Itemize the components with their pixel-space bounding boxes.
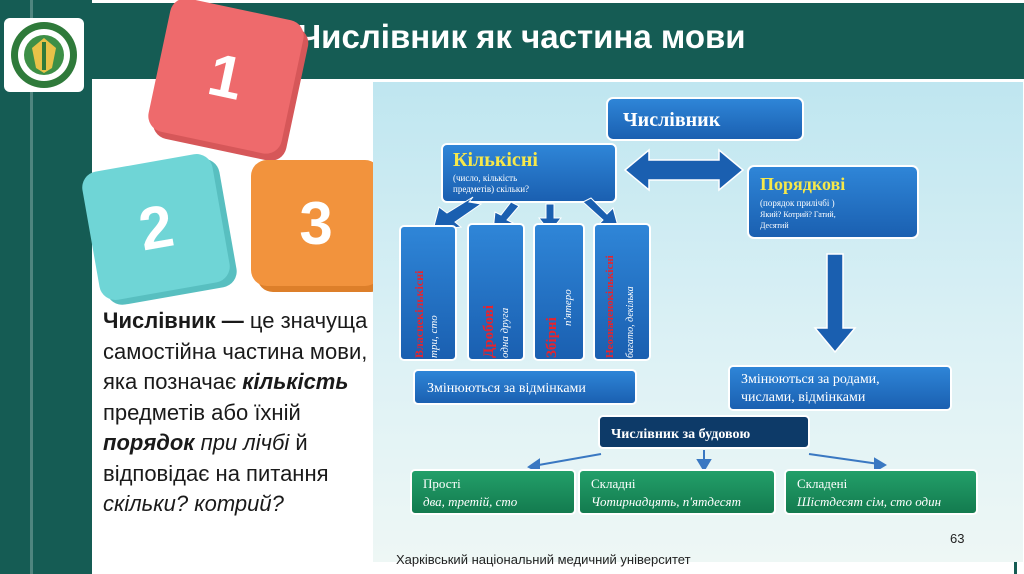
node-type-example: Шістдесят сім, сто один (796, 494, 941, 509)
node-type-composite (784, 469, 978, 515)
numeral-diagram: Числівник Кількісні (число, кількість пр… (373, 82, 1023, 562)
cube-3-label: 3 (299, 189, 333, 257)
structure-arrows (527, 450, 887, 474)
down-arrow (813, 253, 857, 354)
subtype-title: Збірні (544, 317, 560, 358)
node-ordinal-title: Порядкові (760, 174, 845, 194)
node-type-title: Складні (591, 476, 636, 491)
subtype-columns (399, 223, 651, 361)
subtype-column (593, 223, 651, 361)
cube-2-label: 2 (133, 191, 179, 263)
italic-questions: скільки? котрий? (103, 491, 284, 516)
node-quantitative-desc: предметів) скільки? (453, 184, 529, 194)
subtype-example: п'ятеро (562, 289, 574, 326)
definition-part: й відповідає на питання (103, 430, 329, 486)
node-type-title: Складені (797, 476, 848, 491)
node-change-genders-label: числами, відмінками (741, 390, 866, 405)
node-ordinal-desc: (порядок прилічбі ) (760, 198, 835, 208)
left-strip (0, 0, 92, 574)
definition-part: предметів або їхній (103, 399, 301, 425)
node-structure (598, 415, 810, 449)
cube-1-label: 1 (202, 39, 250, 113)
node-quantitative-desc: (число, кількість (453, 173, 517, 183)
italic-counting: при лічбі (200, 430, 290, 455)
node-type-example: Чотирнадцять, п'ятдесят (591, 494, 741, 509)
subtype-example: три, сто (428, 315, 440, 358)
node-change-cases (413, 369, 637, 405)
subtype-example: багато, декілька (625, 286, 636, 358)
node-root-label: Числівник (623, 109, 721, 131)
node-ordinal-desc: Який? Котрий? Гатий, (760, 210, 836, 219)
node-quantitative-title: Кількісні (453, 149, 538, 171)
node-quantitative (441, 143, 617, 203)
emphasis-quantity: кількість (242, 369, 349, 394)
node-ordinal (747, 165, 919, 239)
node-structure-label: Числівник за будовою (611, 427, 750, 442)
definition-text: Числівник — це значуща самостійна частин… (103, 306, 388, 520)
subtype-column (467, 223, 525, 361)
cube-2: 2 (79, 151, 233, 303)
subtype-title: Власнекількісні (412, 270, 426, 358)
node-change-genders (728, 365, 952, 411)
cube-1: 1 (145, 0, 307, 157)
node-type-compound (578, 469, 776, 515)
node-change-cases-label: Змінюються за відмінками (427, 381, 586, 396)
node-type-title: Прості (423, 476, 461, 491)
university-logo (4, 18, 84, 92)
subtype-title: Неозначенокількісні (604, 255, 616, 358)
left-strip-line (30, 0, 33, 574)
definition-part: це значуща самостійна частина мови, яка … (103, 308, 368, 394)
node-root (606, 97, 804, 141)
cube-3: 3 (251, 160, 381, 286)
subtype-example: одна друга (499, 307, 511, 358)
slide-number: 63 (950, 531, 965, 546)
node-type-simple (410, 469, 576, 515)
subtype-column (399, 225, 457, 361)
footer-text: Харківський національний медичний універ… (396, 552, 691, 567)
definition-term: Числівник — (103, 308, 244, 333)
node-type-example: два, третій, сто (423, 494, 518, 509)
subtype-title: Дробові (481, 305, 497, 358)
node-change-genders-label: Змінюються за родами, (741, 372, 880, 387)
double-arrow (623, 148, 745, 192)
node-ordinal-desc: Десятий (760, 221, 789, 230)
slide-title: Числівник як частина мови (298, 18, 746, 55)
subtype-column (533, 223, 585, 361)
emphasis-order: порядок (103, 430, 195, 455)
